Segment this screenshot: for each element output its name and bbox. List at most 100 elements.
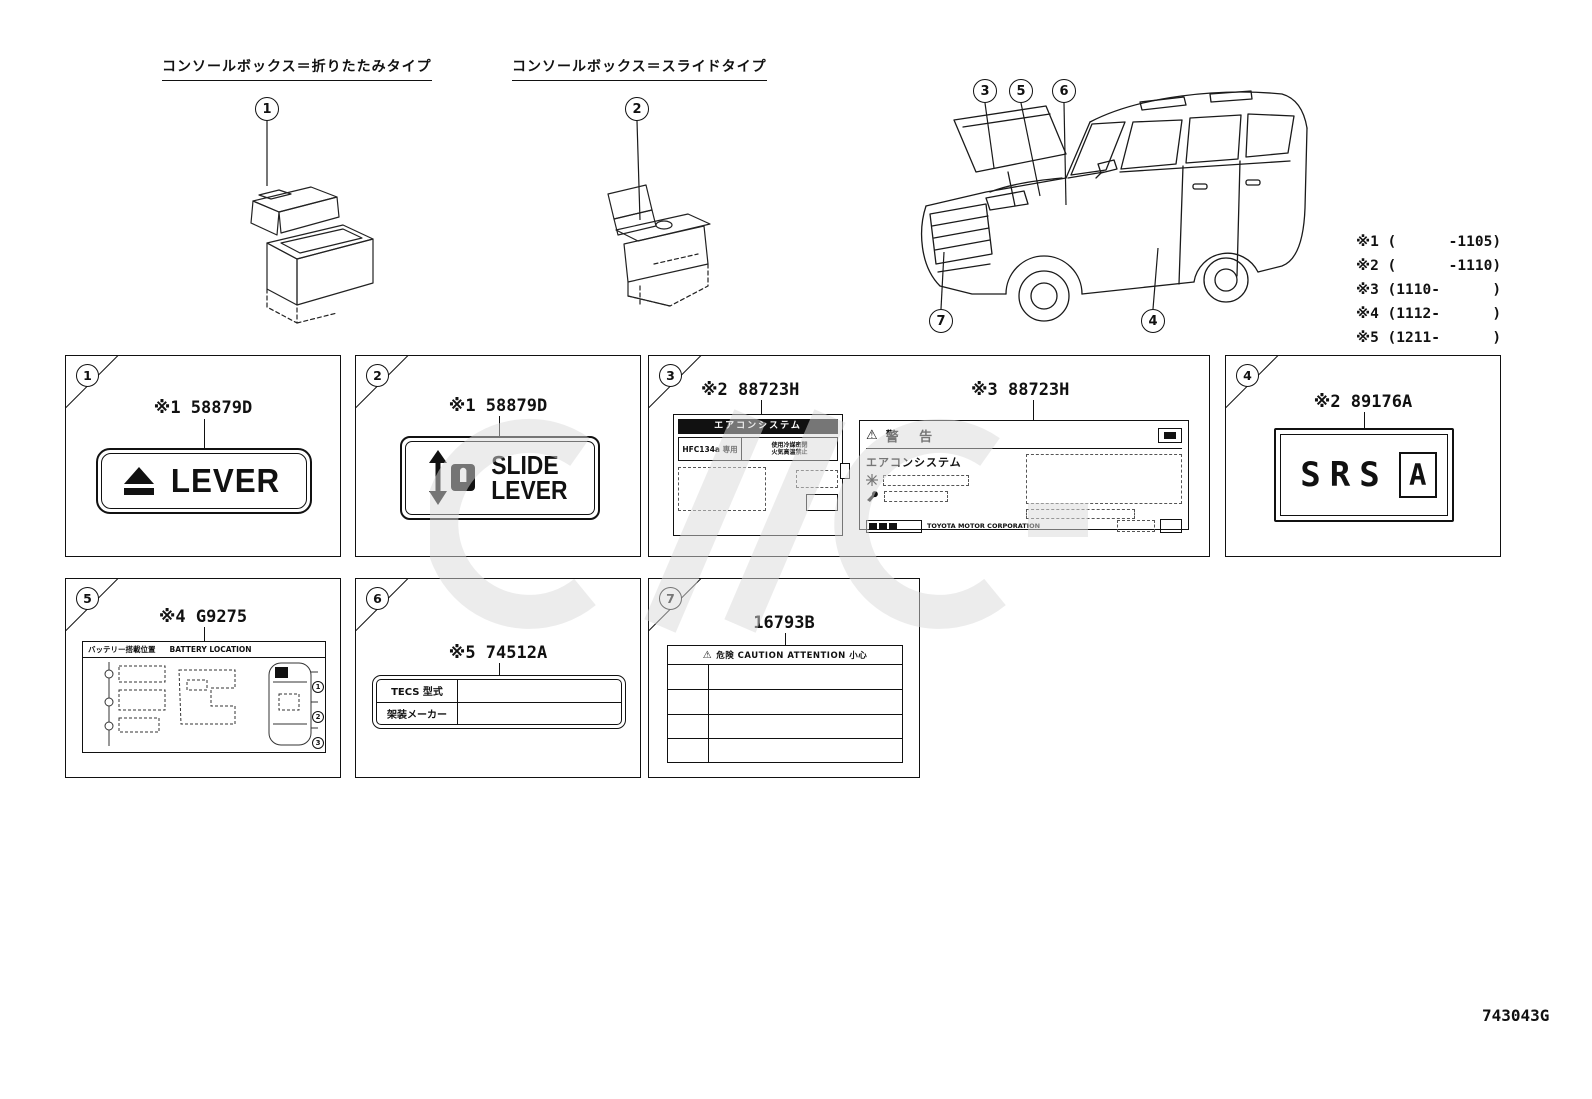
triangle-shape [124,467,155,484]
tecs-label: TECS 型式 架装メーカー [372,675,626,729]
warning-triangle-icon: ⚠ [702,649,713,661]
callout-4[interactable]: 4 [1141,309,1165,333]
table-horizontal-line [668,689,902,691]
battery-diagram-drawing [104,662,318,746]
callout-5[interactable]: 5 [1009,79,1033,103]
caution-line-2: 火気高温禁止 [771,449,808,456]
warning-body: エアコンシステム [866,454,1182,519]
part-number-88723h-right[interactable]: ※3 88723H [971,380,1070,400]
dashed-placeholder [884,490,948,502]
tecs-row-maker: 架装メーカー [377,702,621,725]
tecs-model-cell: TECS 型式 [377,680,458,702]
part-number-16793b[interactable]: 16793B [753,613,815,633]
caution-table-body [668,665,902,762]
instruction-pictogram [1158,428,1182,443]
battery-mark-2: 2 [312,711,324,723]
srs-label: SRS A [1274,428,1454,522]
heading-console-folding: コンソールボックス＝折りたたみタイプ [162,56,432,81]
panel-2-callout[interactable]: 2 [366,364,389,387]
panel-4: 4 ※2 89176A SRS A [1225,355,1501,557]
panel-6-callout[interactable]: 6 [366,587,389,610]
corporation-text: TOYOTA MOTOR CORPORATION [927,522,1041,530]
warning-footer: TOYOTA MOTOR CORPORATION [866,519,1182,533]
part-number-89176a[interactable]: ※2 89176A [1313,392,1413,412]
console-slide-illustration [607,184,711,307]
callout-3[interactable]: 3 [973,79,997,103]
label-barcode-box [866,519,922,533]
part-number-58879d[interactable]: ※1 58879D [153,398,253,418]
dashed-placeholder [796,470,838,488]
leader-tick [1364,412,1365,428]
slide-lever-label: SLIDE LEVER [400,436,600,520]
leader-tick [761,400,762,414]
battery-header-jp: バッテリー搭載位置 [88,645,156,654]
panel-6: 6 ※5 74512A TECS 型式 架装メーカー [355,578,641,778]
lever-label: LEVER [96,448,312,514]
eject-lever-icon [124,467,155,495]
ac-warning-label: ⚠ 警 告 エアコンシステム [859,420,1189,533]
application-notes: ※1 ( -1105) ※2 ( -1110) ※3 (1110- ) ※4 (… [1356,230,1501,350]
panel-3-callout[interactable]: 3 [659,364,682,387]
ac-label-title: エアコンシステム [678,419,838,434]
caution-attention-label: ⚠ 危険 CAUTION ATTENTION 小心 [667,645,903,763]
battery-mark-3: 3 [312,737,324,749]
slide-lever-text: SLIDE LEVER [486,451,573,505]
base-bar-shape [124,488,155,495]
part-number-74512a[interactable]: ※5 74512A [448,643,548,663]
battery-header-en: BATTERY LOCATION [169,645,252,654]
ac-label-diagram-area [678,467,838,511]
warning-triangle-icon: ⚠ [866,428,878,443]
panel-2: 2 ※1 58879D SLIDE LEVER [355,355,641,557]
dashed-placeholder [1117,520,1155,532]
part-number-58879d[interactable]: ※1 58879D [448,396,548,416]
tecs-maker-cell: 架装メーカー [377,702,458,724]
callout-1[interactable]: 1 [255,97,279,121]
panel-5-callout[interactable]: 5 [76,587,99,610]
snowflake-icon [866,474,878,486]
figure-code: 743043G [1482,1006,1550,1025]
callout-2[interactable]: 2 [625,97,649,121]
dashed-placeholder [678,467,766,511]
tecs-maker-value [458,703,621,725]
leader-tick [1033,400,1034,420]
caution-header-text: 危険 CAUTION ATTENTION 小心 [716,651,868,661]
part-number-g9275[interactable]: ※4 G9275 [158,607,248,627]
dashed-placeholder [883,474,969,486]
dashed-placeholder [1026,509,1136,519]
panel-4-callout[interactable]: 4 [1236,364,1259,387]
table-horizontal-line [668,737,902,739]
leader-tick [204,419,205,448]
tecs-model-value [458,680,621,702]
caution-text-cell: 使用冷媒密閉 火気高温禁止 [742,437,838,461]
callout-6[interactable]: 6 [1052,79,1076,103]
lever-label-text: LEVER [171,462,281,499]
leader-tick [204,627,205,641]
caution-header: ⚠ 危険 CAUTION ATTENTION 小心 [668,646,902,665]
panel-3: 3 ※2 88723H ※3 88723H エアコンシステム HFC134a 専… [648,355,1210,557]
warning-title: 警 告 [885,430,941,445]
part-number-88723h-left[interactable]: ※2 88723H [701,380,800,400]
slide-press-icon [428,450,475,505]
van-illustration [921,90,1308,322]
battery-mark-1: 1 [312,681,324,693]
leader-tick [499,663,500,675]
leader-tick [499,416,500,436]
panel-1-callout[interactable]: 1 [76,364,99,387]
ac-label-row: HFC134a 専用 使用冷媒密閉 火気高温禁止 [678,437,838,461]
panel-1: 1 ※1 58879D LEVER [65,355,341,557]
note-line: ※1 ( -1105) [1356,234,1502,250]
table-horizontal-line [668,713,902,715]
callout-7[interactable]: 7 [929,309,953,333]
console-folding-illustration [250,186,374,324]
note-line: ※5 (1211- ) [1356,330,1502,346]
battery-label-header: バッテリー搭載位置 BATTERY LOCATION [83,642,325,658]
lever-word: LEVER [490,475,568,505]
panel-7: 7 16793B ⚠ 危険 CAUTION ATTENTION 小心 [648,578,920,778]
label-tab [840,463,850,479]
panel-5: 5 ※4 G9275 バッテリー搭載位置 BATTERY LOCATION [65,578,341,778]
ac-system-label: エアコンシステム HFC134a 専用 使用冷媒密閉 火気高温禁止 [673,414,850,536]
leader-tick [785,633,786,645]
panel-7-callout[interactable]: 7 [659,587,682,610]
battery-location-label: バッテリー搭載位置 BATTERY LOCATION [82,641,326,753]
